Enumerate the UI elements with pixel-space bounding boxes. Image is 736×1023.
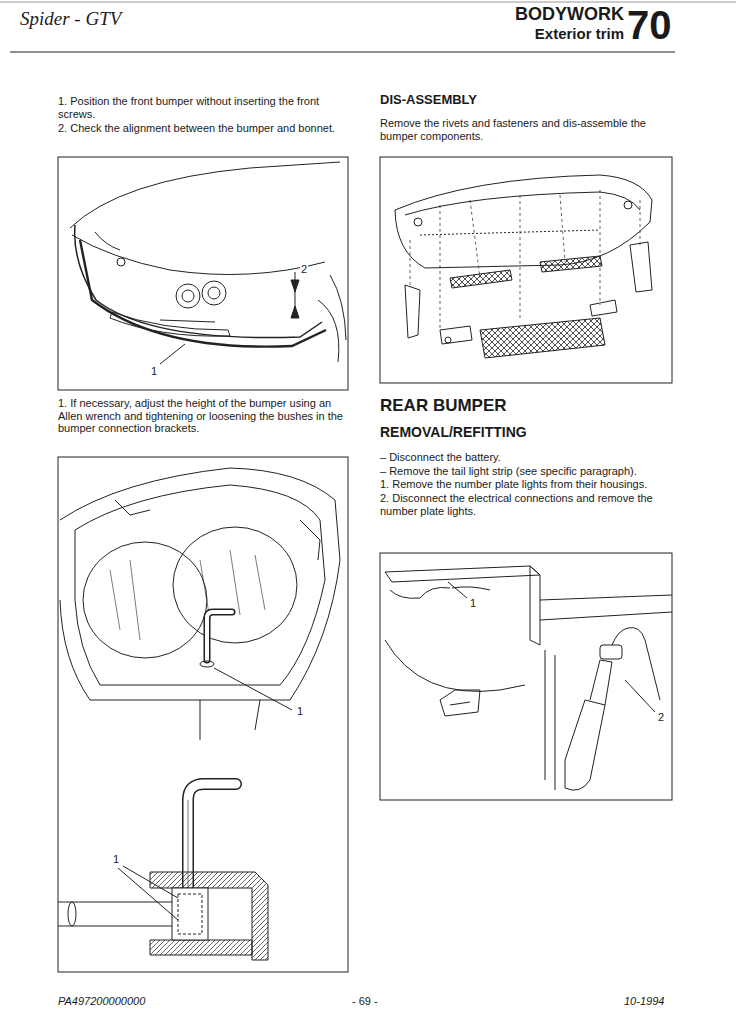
model-logo: Spider - GTV [20,8,121,30]
section-heading: REAR BUMPER [380,396,672,416]
callout-number: 1 [469,598,477,609]
instruction-step: 1. Position the front bumper without ins… [58,95,348,120]
instruction-step: 1. If necessary, adjust the height of th… [58,397,348,435]
number-plate-light-figure [380,553,672,800]
subsection-heading: Exterior trim [535,25,624,42]
section-heading: DIS-ASSEMBLY [380,92,672,107]
subsection-heading: REMOVAL/REFITTING [380,424,672,440]
page-number: - 69 - [352,995,378,1007]
callout-number: 1 [150,366,158,377]
document-code: PA497200000000 [58,995,145,1007]
page-rules [0,2,736,52]
instruction-step: 1. Remove the number plate lights from t… [380,478,672,491]
instruction-step: 2. Disconnect the electrical connections… [380,492,672,517]
section-heading: BODYWORK [515,4,624,25]
instruction-text: Remove the rivets and fasteners and dis-… [380,117,672,142]
callout-number: 2 [657,712,665,723]
exploded-bumper-figure [380,157,672,383]
callout-number: 1 [296,706,304,717]
callout-number: 1 [112,854,120,865]
callout-number: 2 [300,264,308,275]
front-bumper-figure [58,157,348,390]
section-number: 70 [627,5,672,45]
adjustment-figure [58,457,348,972]
instruction-step: – Disconnect the battery. [380,451,672,464]
instruction-step: – Remove the tail light strip (see speci… [380,465,672,478]
revision-date: 10-1994 [624,995,664,1007]
instruction-step: 2. Check the alignment between the bumpe… [58,122,348,135]
